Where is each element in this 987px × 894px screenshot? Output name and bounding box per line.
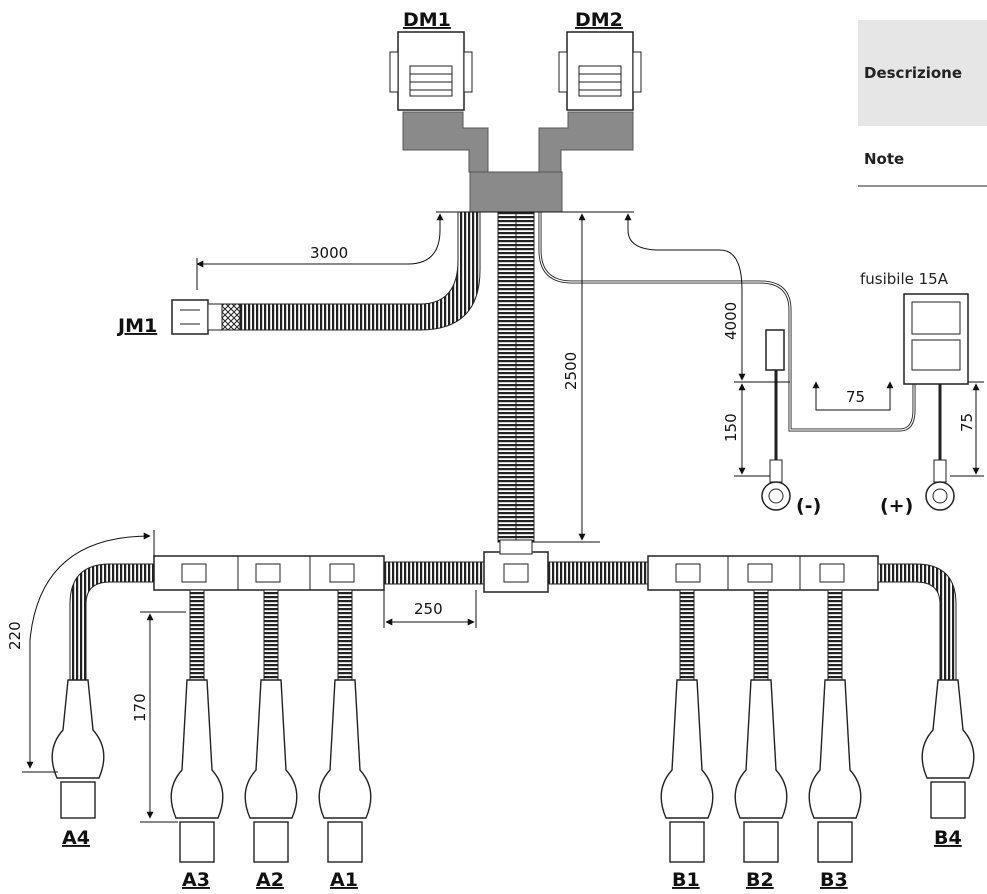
trunk-tee	[499, 539, 533, 555]
connector-bodies	[51, 679, 975, 863]
dim-75-horizontal: 75	[846, 388, 865, 406]
note-label: Note	[864, 150, 904, 168]
bus-corrugated-left	[383, 561, 485, 585]
jm1-connector	[171, 299, 223, 335]
dim-220: 220	[6, 621, 24, 650]
dimension-lines	[22, 211, 984, 823]
b4-branch	[877, 563, 957, 681]
jm1-branch	[239, 211, 481, 331]
descrizione-label: Descrizione	[864, 64, 962, 82]
bus-sockets	[181, 563, 845, 583]
fuse-block	[903, 293, 969, 385]
fuse-label: fusibile 15A	[860, 270, 949, 288]
negative-polarity: (-)	[796, 495, 821, 517]
a2-label: A2	[256, 869, 284, 891]
descrizione-cell	[858, 20, 987, 126]
jm1-mesh	[221, 303, 241, 331]
bus-corrugated-right	[547, 561, 649, 585]
dim-250: 250	[414, 600, 443, 618]
y-boot	[402, 111, 634, 173]
dim-2500: 2500	[562, 352, 580, 390]
dim-3000: 3000	[310, 244, 348, 262]
dm1-label: DM1	[403, 9, 451, 31]
dm2-label: DM2	[575, 9, 623, 31]
b2-label: B2	[746, 869, 774, 891]
b4-label: B4	[934, 827, 962, 849]
dim-75-vertical: 75	[958, 413, 976, 432]
a4-branch	[69, 563, 155, 681]
dim-150: 150	[722, 413, 740, 442]
jm1-label: JM1	[116, 315, 157, 337]
boot-hub	[469, 171, 563, 213]
b3-label: B3	[820, 869, 848, 891]
positive-polarity: (+)	[880, 495, 913, 517]
dm2-connector	[558, 31, 642, 111]
info-panel: Descrizione Note	[858, 20, 987, 187]
a4-label: A4	[62, 827, 90, 849]
b1-label: B1	[672, 869, 700, 891]
negative-ring-terminal	[761, 459, 791, 511]
positive-ring-terminal	[925, 459, 955, 511]
a3-label: A3	[182, 869, 210, 891]
dm1-connector	[389, 31, 473, 111]
a1-label: A1	[330, 869, 358, 891]
dim-4000: 4000	[722, 302, 740, 340]
inline-fuse-holder	[765, 329, 785, 371]
drop-cables	[189, 589, 843, 681]
dim-170: 170	[131, 693, 149, 722]
